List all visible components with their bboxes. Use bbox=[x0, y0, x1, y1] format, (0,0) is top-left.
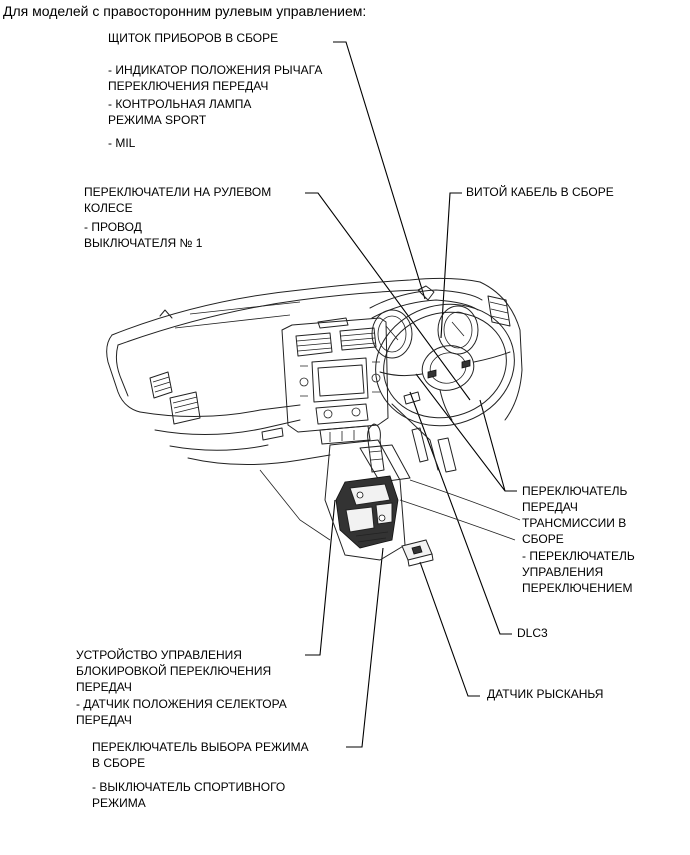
leader-transmission-shift-switch bbox=[415, 373, 517, 492]
leader-shift-lock-control-unit bbox=[305, 499, 336, 656]
dashboard-drawing bbox=[106, 277, 523, 567]
leader-steering-pad-switches bbox=[305, 192, 471, 401]
leader-yaw-rate-sensor bbox=[419, 561, 480, 697]
leader-dlc3 bbox=[409, 391, 512, 635]
label-mode-select-switch: ПЕРЕКЛЮЧАТЕЛЬ ВЫБОРА РЕЖИМА В СБОРЕ bbox=[92, 740, 309, 770]
label-shift-lock-control-unit: УСТРОЙСТВО УПРАВЛЕНИЯ БЛОКИРОВКОЙ ПЕРЕКЛ… bbox=[76, 648, 272, 694]
label-switch-wire-no1: - ПРОВОД ВЫКЛЮЧАТЕЛЯ № 1 bbox=[84, 220, 203, 250]
label-spiral-cable: ВИТОЙ КАБЕЛЬ В СБОРЕ bbox=[466, 185, 614, 199]
label-transmission-shift-switch: ПЕРЕКЛЮЧАТЕЛЬ ПЕРЕДАЧ ТРАНСМИССИИ В СБОР… bbox=[522, 484, 628, 546]
leader-mode-select-switch bbox=[346, 547, 384, 748]
leader-lines bbox=[305, 41, 517, 748]
label-mil: - MIL bbox=[108, 136, 136, 150]
label-shift-control-switch: - ПЕРЕКЛЮЧАТЕЛЬ УПРАВЛЕНИЯ ПЕРЕКЛЮЧЕНИЕМ bbox=[522, 549, 635, 595]
leader-spiral-cable bbox=[440, 192, 462, 339]
label-steering-pad-switches: ПЕРЕКЛЮЧАТЕЛИ НА РУЛЕВОМ КОЛЕСЕ bbox=[84, 185, 272, 215]
yaw-rate-sensor-part bbox=[401, 539, 434, 567]
leader-instrument-cluster bbox=[333, 41, 426, 300]
label-sport-mode-switch: - ВЫКЛЮЧАТЕЛЬ СПОРТИВНОГО РЕЖИМА bbox=[92, 780, 286, 810]
steering-wheel bbox=[375, 303, 515, 427]
label-yaw-rate-sensor: ДАТЧИК РЫСКАНЬЯ bbox=[487, 687, 604, 701]
label-shift-position-indicator: - ИНДИКАТОР ПОЛОЖЕНИЯ РЫЧАГА ПЕРЕКЛЮЧЕНИ… bbox=[108, 63, 323, 93]
page-title: Для моделей с правосторонним рулевым упр… bbox=[3, 3, 367, 19]
label-shift-selector-position-sensor: - ДАТЧИК ПОЛОЖЕНИЯ СЕЛЕКТОРА ПЕРЕДАЧ bbox=[76, 697, 287, 727]
label-instrument-cluster: ЩИТОК ПРИБОРОВ В СБОРЕ bbox=[108, 31, 279, 45]
shift-lock-mechanism bbox=[335, 475, 399, 549]
label-sport-mode-lamp: - КОНТРОЛЬНАЯ ЛАМПА РЕЖИМА SPORT bbox=[108, 97, 252, 127]
label-dlc3: DLC3 bbox=[517, 626, 548, 640]
